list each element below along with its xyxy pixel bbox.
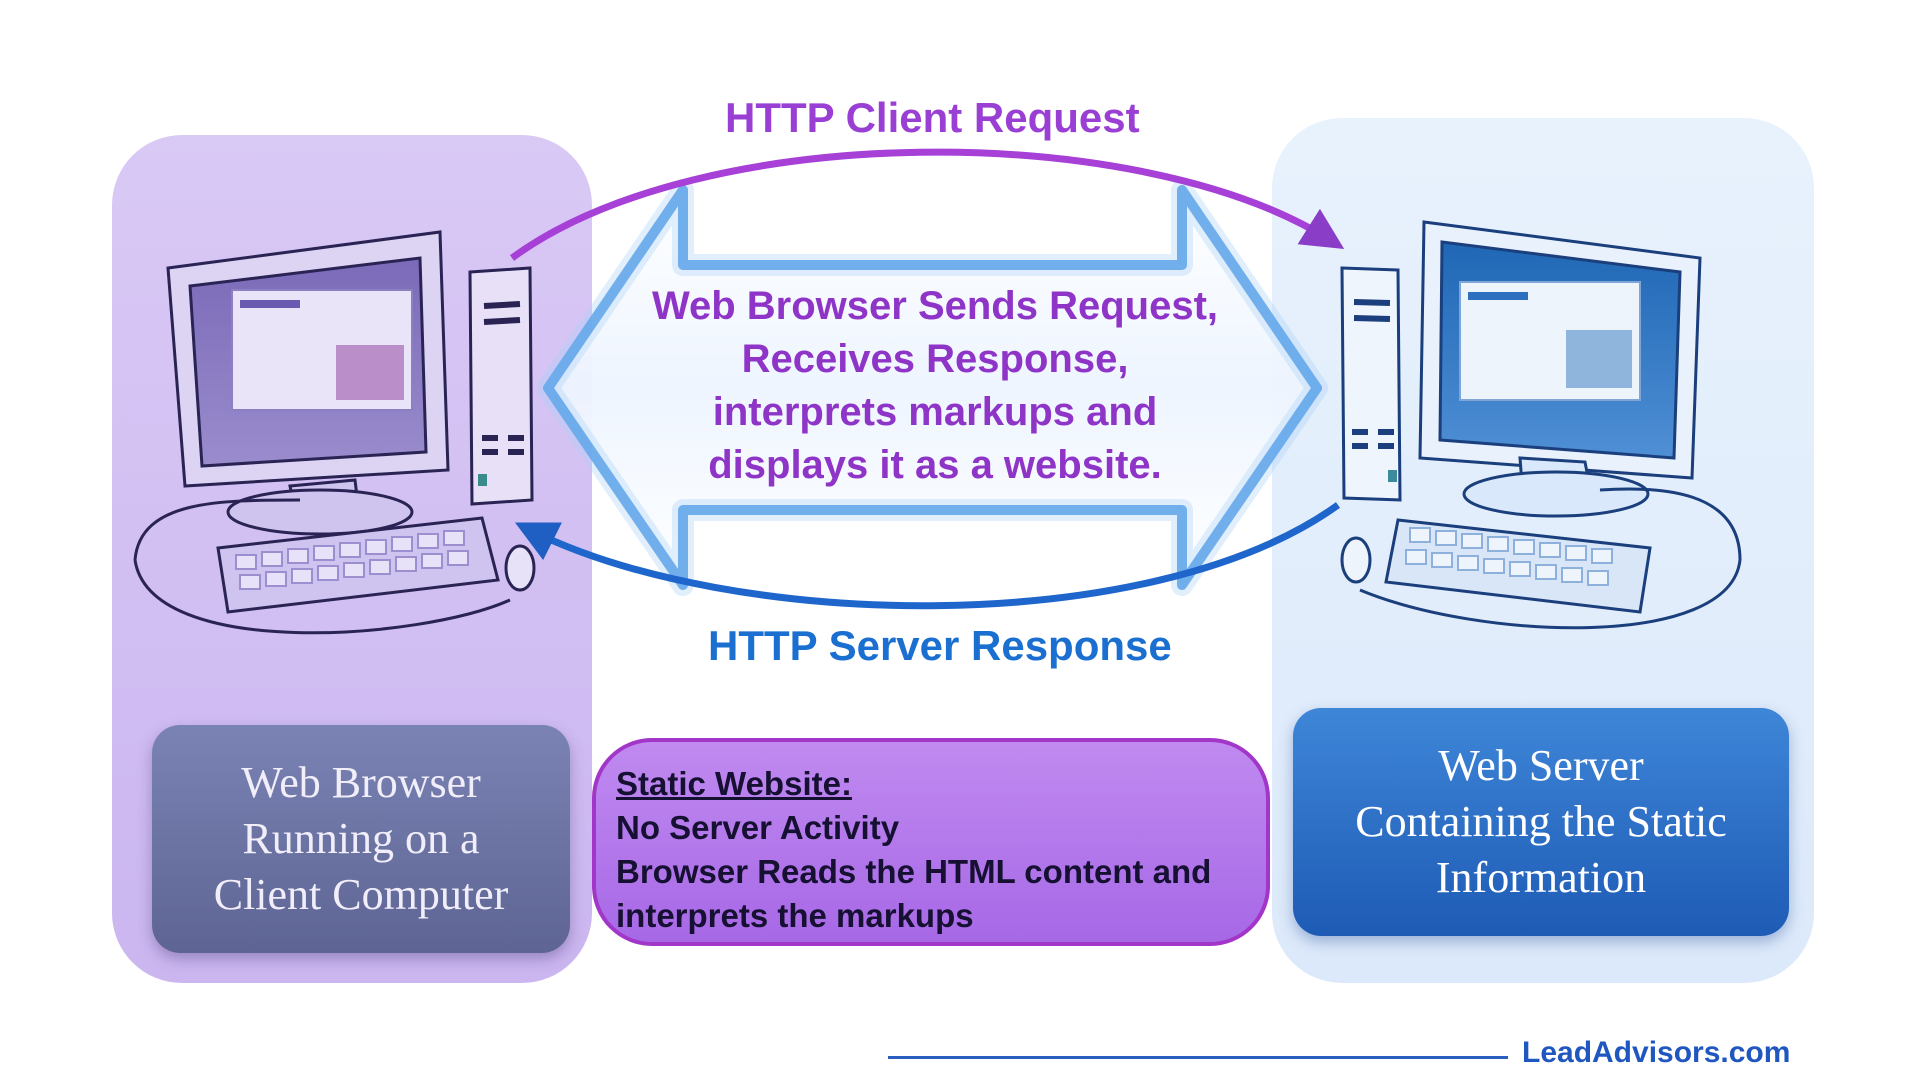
center-line: interprets markups and: [712, 390, 1158, 434]
server-label-line: Containing the Static: [1355, 797, 1727, 846]
client-computer-icon: [133, 230, 536, 635]
client-label-box: Web Browser Running on a Client Computer: [152, 725, 570, 953]
footer-divider: [888, 1056, 1508, 1059]
center-description: Web Browser Sends Request, Receives Resp…: [590, 280, 1280, 492]
client-label-line: Running on a: [242, 814, 480, 863]
static-website-line: interprets the markups: [616, 897, 974, 934]
center-line: Receives Response,: [741, 337, 1129, 381]
request-arrow-icon: [509, 148, 1345, 261]
static-website-title: Static Website:: [616, 765, 852, 802]
response-arrow-icon: [514, 502, 1341, 610]
client-label-line: Web Browser: [241, 758, 481, 807]
response-label: HTTP Server Response: [708, 622, 1172, 669]
static-website-line: No Server Activity: [616, 809, 900, 846]
double-headed-arrow-icon: [537, 179, 1328, 596]
center-line: Web Browser Sends Request,: [651, 284, 1219, 328]
static-website-line: Browser Reads the HTML content and: [616, 853, 1212, 890]
static-website-box: Static Website: No Server Activity Brows…: [592, 738, 1270, 946]
request-label: HTTP Client Request: [725, 94, 1140, 141]
server-label-line: Web Server: [1438, 741, 1644, 790]
client-label-line: Client Computer: [213, 870, 509, 919]
server-computer-icon: [1340, 220, 1742, 630]
server-label-line: Information: [1435, 853, 1647, 902]
server-label-box: Web Server Containing the Static Informa…: [1293, 708, 1789, 936]
brand-link[interactable]: LeadAdvisors.com: [1522, 1036, 1791, 1069]
center-line: displays it as a website.: [708, 443, 1162, 487]
